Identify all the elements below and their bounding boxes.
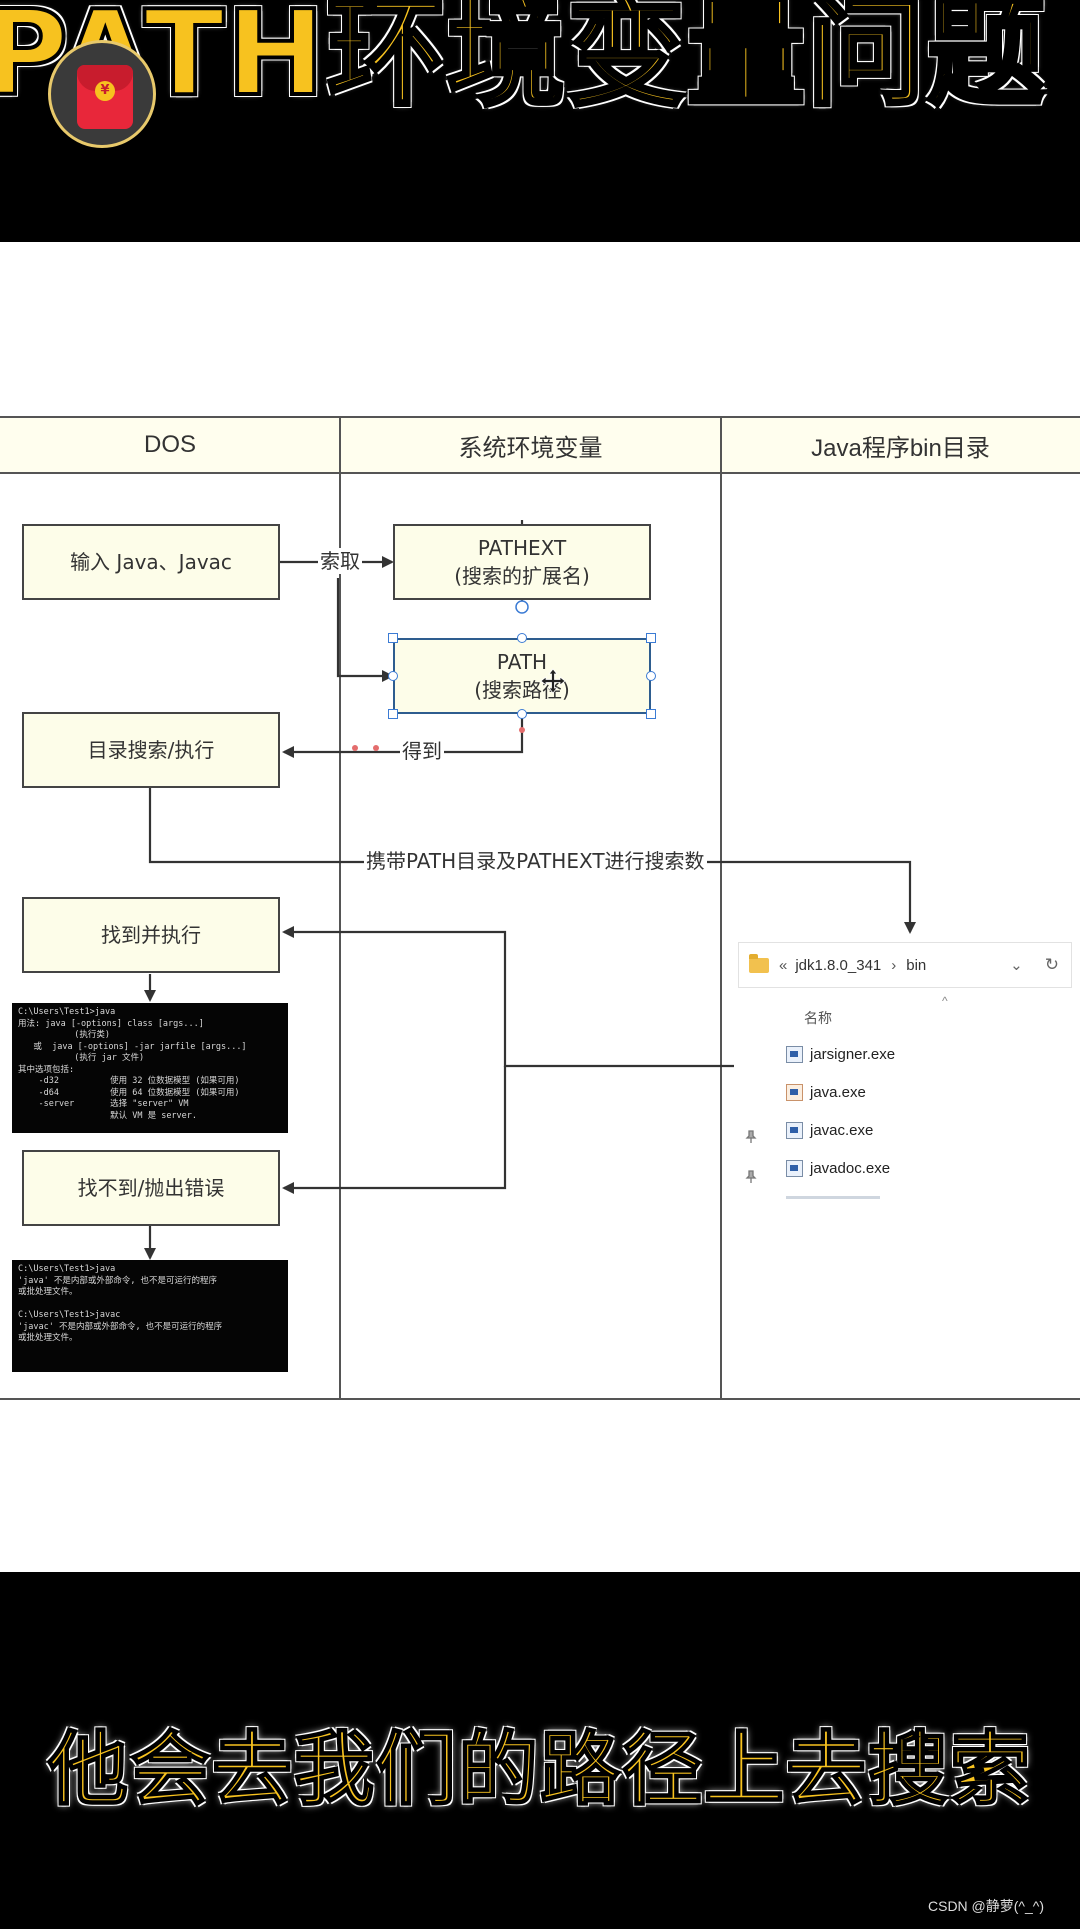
folder-icon (749, 953, 769, 973)
exe-file-icon (786, 1159, 803, 1177)
exe-file-icon (786, 1045, 803, 1063)
node-input-label: 输入 Java、Javac (70, 550, 232, 574)
lane-header-bin: Java程序bin目录 (721, 416, 1080, 474)
selection-handle-tl[interactable] (388, 633, 398, 643)
edge-label-fetch: 索取 (318, 548, 362, 574)
selection-handle-tr[interactable] (646, 633, 656, 643)
breadcrumb-sub[interactable]: bin (906, 956, 927, 974)
file-row[interactable]: javadoc.exe (786, 1155, 890, 1181)
selection-handle-left[interactable] (388, 671, 398, 681)
top-banner (0, 0, 1080, 242)
breadcrumb-separator: › (891, 956, 897, 974)
edge-bin-to-found (282, 926, 734, 1068)
exe-file-icon (786, 1121, 803, 1139)
file-row[interactable]: java.exe (786, 1079, 866, 1105)
pin-icon[interactable] (744, 1130, 758, 1144)
edge-point-dot (519, 727, 525, 733)
file-name: java.exe (810, 1083, 866, 1101)
selection-handle-bl[interactable] (388, 709, 398, 719)
selection-handle-right[interactable] (646, 671, 656, 681)
node-pathext-subtitle: (搜索的扩展名) (454, 564, 590, 588)
lane-header-dos: DOS (0, 416, 340, 474)
pathext-bottom-handle (515, 600, 529, 614)
column-header-name[interactable]: 名称 (804, 1011, 832, 1027)
node-found-label: 找到并执行 (101, 923, 201, 947)
edge-label-get: 得到 (400, 738, 444, 764)
video-subtitle: 他会去我们的路径上去搜索 (47, 1722, 1032, 1817)
edge-label-carry: 携带PATH目录及PATHEXT进行搜索数 (364, 848, 707, 874)
terminal-success: C:\Users\Test1>java 用法: java [-options] … (12, 1003, 288, 1133)
red-packet-icon[interactable]: ¥ (48, 40, 156, 148)
node-input-java[interactable]: 输入 Java、Javac (22, 524, 280, 600)
explorer-address-bar[interactable]: « jdk1.8.0_341 › bin ⌄ ↻ (738, 942, 1072, 988)
terminal-error: C:\Users\Test1>java 'java' 不是内部或外部命令, 也不… (12, 1260, 288, 1372)
file-name: javadoc.exe (810, 1159, 891, 1177)
lane-divider-1 (339, 416, 341, 1400)
node-dir-search[interactable]: 目录搜索/执行 (22, 712, 280, 788)
file-row[interactable]: jarsigner.exe (786, 1041, 895, 1067)
file-row[interactable]: javac.exe (786, 1117, 873, 1143)
refresh-icon[interactable]: ↻ (1044, 955, 1059, 974)
node-not-found[interactable]: 找不到/抛出错误 (22, 1150, 280, 1226)
node-path[interactable]: PATH (搜索路径) (393, 638, 651, 714)
move-cursor-icon (540, 668, 566, 694)
bottom-banner (0, 1572, 1080, 1929)
selection-handle-bottom[interactable] (517, 709, 527, 719)
node-dir-search-label: 目录搜索/执行 (87, 738, 215, 762)
selection-handle-br[interactable] (646, 709, 656, 719)
file-name: jarsigner.exe (810, 1045, 896, 1063)
yuan-coin-icon: ¥ (95, 81, 115, 101)
breadcrumb-prefix: « (779, 956, 788, 974)
node-found-execute[interactable]: 找到并执行 (22, 897, 280, 973)
file-row-partial (786, 1196, 880, 1199)
edge-input-to-path (336, 578, 394, 682)
java-exe-icon (786, 1083, 803, 1101)
edge-path-to-dirsearch (282, 714, 524, 758)
chevron-down-icon[interactable]: ⌄ (1010, 957, 1023, 974)
edge-point-dot (373, 745, 379, 751)
lane-divider-2 (720, 416, 722, 1400)
sort-arrow-icon: ^ (942, 994, 948, 1008)
csdn-watermark: CSDN @静萝(^_^) (928, 1898, 1045, 1914)
file-name: javac.exe (810, 1121, 874, 1139)
node-pathext[interactable]: PATHEXT (搜索的扩展名) (393, 524, 651, 600)
edge-bin-to-notfound (282, 1066, 507, 1194)
breadcrumb-folder[interactable]: jdk1.8.0_341 (795, 956, 882, 974)
banner-title: PATH环境变量问题 (0, 0, 1048, 122)
node-pathext-title: PATHEXT (477, 536, 567, 560)
pin-icon[interactable] (744, 1170, 758, 1184)
selection-handle-top[interactable] (517, 633, 527, 643)
lane-header-sysenv: 系统环境变量 (340, 416, 721, 474)
node-path-title: PATH (496, 650, 548, 674)
edge-point-dot (352, 745, 358, 751)
node-notfound-label: 找不到/抛出错误 (77, 1176, 225, 1200)
lane-bottom-border (0, 1398, 1080, 1400)
